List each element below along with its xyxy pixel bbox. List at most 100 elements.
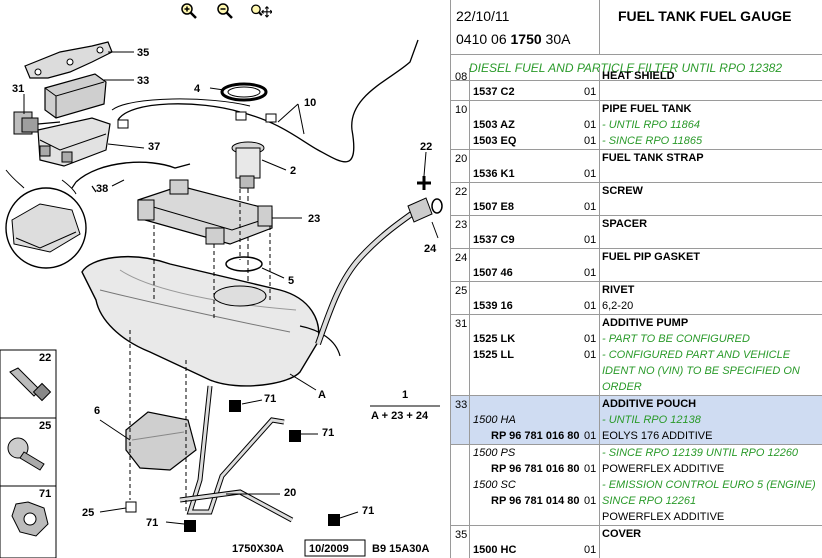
- part-number: 1536 K1: [473, 168, 515, 180]
- part-23-spacer[interactable]: [137, 179, 273, 245]
- callout-71-b: 71: [322, 427, 334, 439]
- part-description: ADDITIVE PUMP: [602, 317, 689, 329]
- magnifier-move-icon: [251, 4, 272, 18]
- part-description: POWERFLEX ADDITIVE: [602, 463, 725, 475]
- quantity: 01: [584, 430, 597, 442]
- callout-24: 24: [424, 243, 437, 255]
- item-number: 10: [455, 104, 468, 116]
- part-number: 1537 C9: [473, 234, 515, 246]
- part-number: 1500 SC: [473, 479, 516, 491]
- part-37-tray[interactable]: [37, 117, 111, 167]
- part-number: 1537 C2: [473, 86, 515, 98]
- part-description: FUEL PIP GASKET: [602, 251, 701, 263]
- item-number: 35: [455, 529, 468, 541]
- part-6-heat-shield[interactable]: [125, 411, 197, 471]
- quantity: 01: [584, 349, 597, 361]
- parts-header: 22/10/11 0410 06 1750 30A FUEL TANK FUEL…: [451, 0, 822, 55]
- part-24-gasket[interactable]: [431, 198, 443, 214]
- part-20-strap[interactable]: [179, 385, 294, 523]
- part-description: - UNTIL RPO 11864: [602, 119, 701, 131]
- part-number: 1503 AZ: [473, 119, 515, 131]
- part-number: 1500 HA: [473, 414, 516, 426]
- item-number: 20: [455, 153, 468, 165]
- variant-banner: DIESEL FUEL AND PARTICLE FILTER UNTIL RP…: [451, 55, 822, 81]
- table-row[interactable]: 1500 PS - SINCE RPO 12139 UNTIL RPO 12260…: [451, 445, 822, 526]
- zoom-out-button[interactable]: [214, 2, 236, 20]
- diagram-toolbar: [0, 0, 450, 22]
- footer-date: 10/2009: [309, 543, 349, 555]
- part-22-screw-mark[interactable]: [417, 176, 431, 190]
- callout-33: 33: [137, 75, 149, 87]
- part-number: 1500 HC: [473, 544, 517, 556]
- callout-A-23-24: A + 23 + 24: [371, 410, 429, 422]
- screw-22-icon: [9, 367, 52, 402]
- part-number: 1539 16: [473, 300, 513, 312]
- diagram-panel: 35 33 31 4 10 37 2 22 38 23 24 5 A 1 A +…: [0, 0, 451, 558]
- part-description: RIVET: [602, 284, 635, 296]
- item-number: 33: [455, 399, 468, 411]
- part-number: 1500 PS: [473, 447, 516, 459]
- quantity: 01: [584, 234, 597, 246]
- callout-38: 38: [96, 183, 108, 195]
- callout-5: 5: [288, 275, 294, 287]
- table-row[interactable]: 20 FUEL TANK STRAP 1536 K1 01: [451, 150, 822, 183]
- part-number: RP 96 781 014 80: [491, 495, 580, 507]
- item-number: 23: [455, 219, 468, 231]
- part-description: SINCE RPO 12261: [602, 495, 697, 507]
- part-description: FUEL TANK STRAP: [602, 152, 704, 164]
- callout-31: 31: [12, 83, 24, 95]
- part-description: POWERFLEX ADDITIVE: [602, 511, 725, 523]
- magnifier-minus-icon: [217, 3, 233, 19]
- callout-20: 20: [284, 487, 296, 499]
- part-35-bracket[interactable]: [24, 41, 113, 79]
- exploded-parts-diagram: 35 33 31 4 10 37 2 22 38 23 24 5 A 1 A +…: [0, 39, 443, 558]
- item-number: 22: [455, 186, 468, 198]
- part-A-fuel-tank[interactable]: [81, 256, 341, 387]
- pan-zoom-button[interactable]: [250, 2, 272, 20]
- item-number: 24: [455, 252, 468, 264]
- part-38-pipe[interactable]: [75, 161, 191, 183]
- callout-1: 1: [402, 389, 408, 401]
- part-4-ring[interactable]: [220, 82, 268, 102]
- part-5-gasket[interactable]: [225, 256, 263, 272]
- variant-text: DIESEL FUEL AND PARTICLE FILTER UNTIL RP…: [469, 61, 783, 75]
- table-row[interactable]: 23 SPACER 1537 C9 01: [451, 216, 822, 249]
- part-description: ORDER: [602, 381, 642, 393]
- quantity: 01: [584, 201, 597, 213]
- footer-code: B9 15A30A: [372, 543, 430, 555]
- part-10-pipe-fuel-tank[interactable]: [117, 39, 419, 163]
- callout-labels: 35 33 31 4 10 37 2 22 38 23 24 5 A 1 A +…: [12, 47, 437, 529]
- item-number: 08: [455, 71, 468, 83]
- part-31-additive-pump[interactable]: [13, 111, 61, 135]
- quantity: 01: [584, 168, 597, 180]
- quantity: 01: [584, 463, 597, 475]
- part-description: - SINCE RPO 12139 UNTIL RPO 12260: [602, 447, 799, 459]
- part-number: RP 96 781 016 80: [491, 463, 580, 475]
- part-description: SPACER: [602, 218, 648, 230]
- footer-ref: 1750X30A: [232, 543, 284, 555]
- guide-lines: [129, 182, 271, 512]
- zoom-in-button[interactable]: [178, 2, 200, 20]
- filler-pipe[interactable]: [315, 197, 433, 345]
- callout-22-box: 22: [39, 352, 51, 364]
- part-description: SCREW: [602, 185, 643, 197]
- rivet-25-icon: [7, 437, 45, 471]
- parts-panel: 22/10/11 0410 06 1750 30A FUEL TANK FUEL…: [451, 0, 822, 558]
- callout-6: 6: [94, 405, 100, 417]
- catalog-date: 22/10/11: [456, 8, 510, 24]
- detail-inset: [5, 169, 87, 269]
- part-description: 6,2-20: [602, 300, 634, 312]
- callout-2: 2: [290, 165, 296, 177]
- part-description: EOLYS 176 ADDITIVE: [602, 430, 713, 442]
- item-number: 31: [455, 318, 468, 330]
- part-33-additive-pouch[interactable]: [44, 73, 107, 119]
